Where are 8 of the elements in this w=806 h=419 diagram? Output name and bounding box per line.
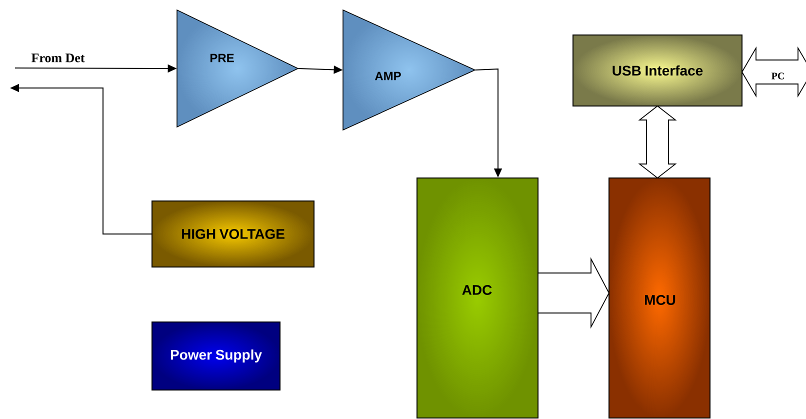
edge-label: PC <box>770 72 786 80</box>
block-box: USB Interface <box>572 34 742 106</box>
block-box: MCU <box>608 178 710 418</box>
block-box: Power Supply <box>152 322 280 390</box>
block-box: ADC <box>416 178 538 418</box>
block-box: HIGH VOLTAGE <box>152 200 314 268</box>
block-arrow <box>538 257 610 329</box>
edge-label: From Det <box>30 53 86 63</box>
